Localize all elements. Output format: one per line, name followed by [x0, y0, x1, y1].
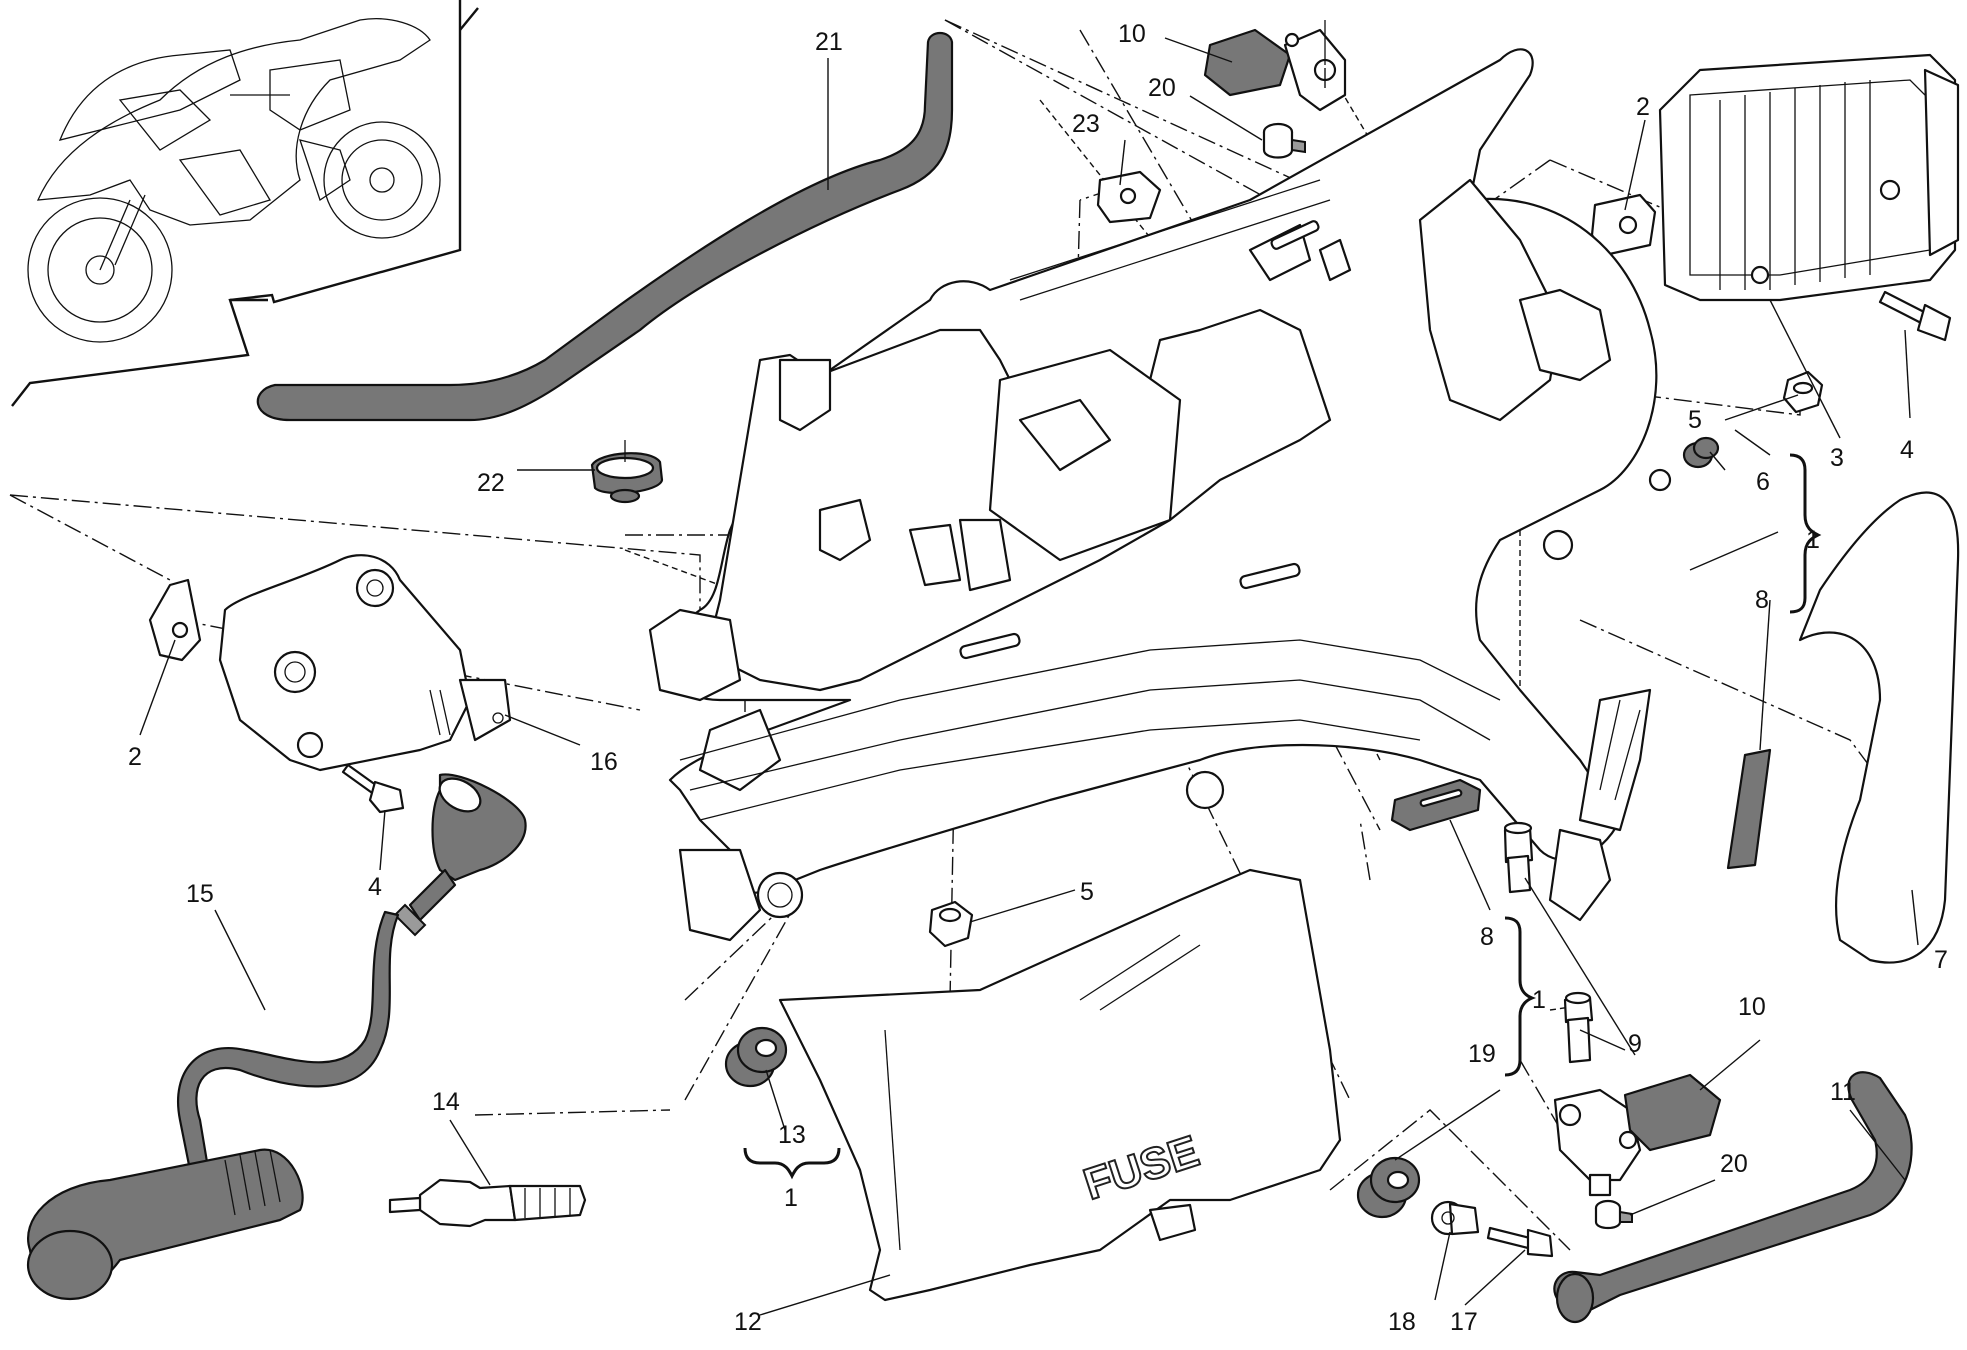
part-12-fuse-box-cover: FUSE — [778, 868, 1342, 1302]
callout-5-right: 5 — [1688, 406, 1702, 434]
callout-3: 3 — [1830, 444, 1844, 472]
part-9-screws — [1503, 821, 1594, 1064]
part-5-nut-right — [1782, 370, 1824, 414]
callout-10-top: 10 — [1118, 20, 1146, 48]
callout-18: 18 — [1388, 1308, 1416, 1336]
callout-17: 17 — [1450, 1308, 1478, 1336]
callout-8-center: 8 — [1480, 923, 1494, 951]
callout-16: 16 — [590, 748, 618, 776]
callout-9: 9 — [1628, 1030, 1642, 1058]
callout-13: 13 — [778, 1121, 806, 1149]
part-5-nut-bottom — [928, 900, 974, 948]
leader-lines — [139, 37, 1919, 1316]
callout-23: 23 — [1072, 110, 1100, 138]
part-2-clip-nut-left — [148, 578, 202, 662]
callout-15: 15 — [186, 880, 214, 908]
callout-19: 19 — [1468, 1040, 1496, 1068]
part-10-sensor-top — [1203, 20, 1347, 112]
callout-11: 11 — [1830, 1078, 1856, 1106]
part-20-clip-bottom — [1594, 1199, 1633, 1230]
motorcycle-locator-inset — [11, 0, 479, 407]
callout-20-top: 20 — [1148, 74, 1176, 102]
callout-1-center: 1 — [1532, 986, 1546, 1014]
part-8-rubber-block — [1390, 778, 1482, 832]
callout-labels: 21 10 20 23 2 5 3 4 6 1 8 22 2 16 4 5 15… — [128, 20, 1948, 1336]
part-7-side-cover — [1798, 491, 1960, 964]
part-23-clip-nut — [1096, 170, 1162, 224]
part-8-rubber-strip-right — [1726, 748, 1772, 870]
callout-5-bottom: 5 — [1080, 878, 1094, 906]
part-13-grommet — [724, 1026, 788, 1088]
callout-7: 7 — [1934, 946, 1948, 974]
part-15-ignition-lead — [26, 773, 527, 1301]
callout-1-left: 1 — [784, 1184, 798, 1212]
motorcycle-icon — [27, 18, 441, 343]
brace-group-left-bottom — [743, 1147, 841, 1180]
brace-group-right-top — [1789, 453, 1822, 614]
part-19-grommet — [1356, 1156, 1421, 1219]
part-14-spark-plug — [388, 1178, 587, 1228]
callout-4-right: 4 — [1900, 436, 1914, 464]
part-1-main-subframe — [648, 48, 1672, 942]
part-20-clip-top — [1262, 122, 1306, 159]
part-3-voltage-regulator — [1658, 53, 1960, 302]
callout-14: 14 — [432, 1088, 460, 1116]
callout-2-left: 2 — [128, 743, 142, 771]
callout-8-right: 8 — [1755, 586, 1769, 614]
callout-2-right: 2 — [1636, 93, 1650, 121]
part-17-screw — [1486, 1226, 1554, 1258]
part-11-hose-end — [1555, 1272, 1595, 1324]
part-10-sensor-bottom — [1553, 1073, 1722, 1197]
part-4-screw-left — [341, 763, 405, 814]
part-4-screw-right — [1878, 290, 1952, 342]
part-21-breather-hose — [256, 31, 954, 422]
callout-22: 22 — [477, 469, 505, 497]
callout-4-left: 4 — [368, 873, 382, 901]
callout-12: 12 — [734, 1308, 762, 1336]
part-2-clip-nut-right — [1590, 193, 1657, 257]
callout-6: 6 — [1756, 468, 1770, 496]
brace-group-center — [1504, 916, 1537, 1077]
part-18-spacer — [1430, 1200, 1480, 1236]
part-6-grommet — [1682, 436, 1720, 469]
callout-21: 21 — [815, 28, 843, 56]
callout-20-bottom: 20 — [1720, 1150, 1748, 1178]
callout-1-right: 1 — [1806, 526, 1820, 554]
part-16-ignition-coil — [218, 554, 512, 772]
part-22-grommet — [590, 440, 664, 504]
callout-10-bottom: 10 — [1738, 993, 1766, 1021]
